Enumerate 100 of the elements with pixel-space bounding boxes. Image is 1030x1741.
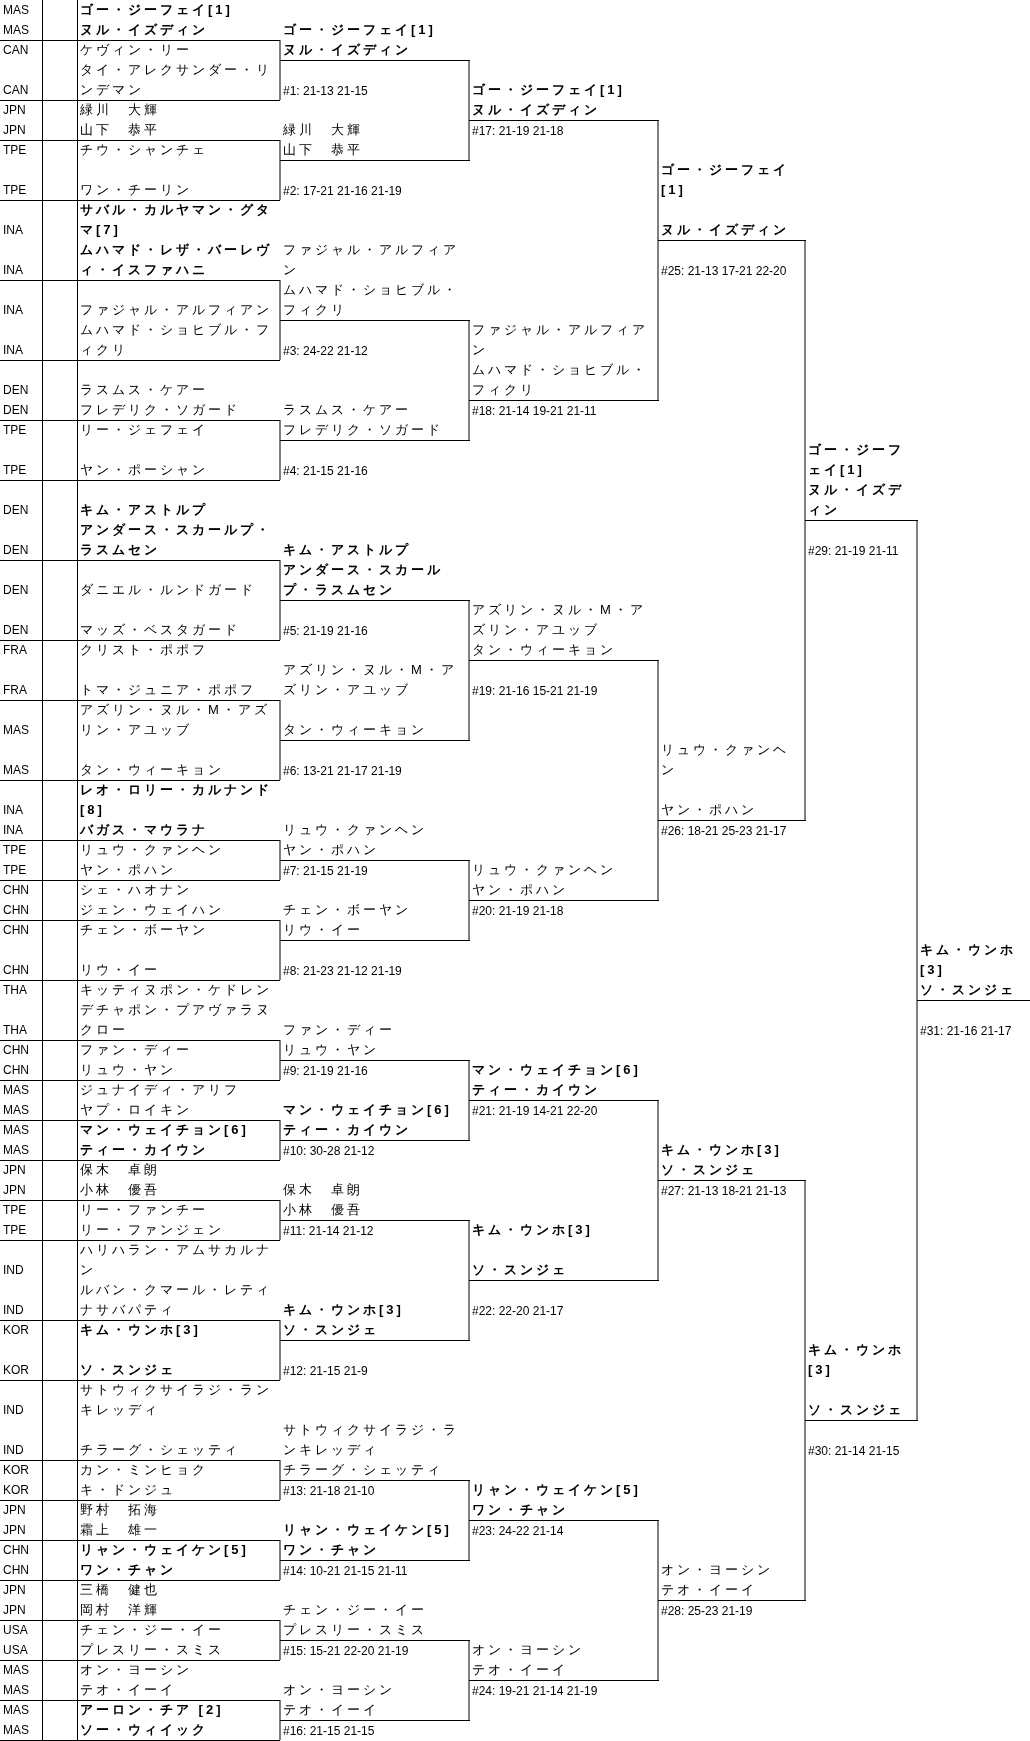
player-name: チラーグ・シェッティ (283, 1461, 444, 1479)
bracket-line (468, 1219, 470, 1281)
country-code: DEN (3, 502, 29, 519)
country-code: MAS (3, 1702, 29, 1719)
player-name: ラスムス・ケアー (80, 381, 209, 399)
match-score: #26: 18-21 25-23 21-17 (661, 823, 787, 840)
country-code: TPE (3, 142, 27, 159)
player-name: ヌル・イズディン (472, 101, 601, 119)
player-name: リウ・イー (283, 921, 364, 939)
country-code: TPE (3, 182, 27, 199)
country-code: IND (3, 1402, 24, 1419)
player-name: ゴー・ジーフェイ[1] (472, 81, 626, 99)
match-score: #25: 21-13 17-21 22-20 (661, 263, 787, 280)
player-name: ルバン・クマール・レティナサバパティ (80, 1281, 273, 1319)
country-code: TPE (3, 862, 27, 879)
match-score: #7: 21-15 21-19 (283, 863, 368, 880)
player-name: ジェン・ウェイハン (80, 901, 225, 919)
country-code: CAN (3, 42, 29, 59)
country-code: KOR (3, 1482, 29, 1499)
country-code: USA (3, 1642, 28, 1659)
bracket-line (916, 519, 918, 1001)
player-name: ワン・チャン (283, 1541, 380, 1559)
bracket-line (279, 739, 281, 781)
country-code: DEN (3, 402, 29, 419)
player-name: オン・ヨーシン (283, 1681, 396, 1699)
player-name: ファジャル・アルフィアン (283, 241, 460, 279)
player-name: 保木 卓朗 (80, 1161, 161, 1179)
country-code: DEN (3, 622, 29, 639)
country-code: INA (3, 302, 23, 319)
player-name: リー・ジェフェイ (80, 421, 209, 439)
player-name: ファジャル・アルフィアン (472, 321, 649, 359)
match-score: #20: 21-19 21-18 (472, 903, 564, 920)
bracket-slot (280, 1180, 470, 1221)
player-name: アズリン・ヌル・M・アズリン・アユッブ (283, 661, 458, 699)
player-name: チラーグ・シェッティ (80, 1441, 241, 1459)
bracket-line (468, 1679, 470, 1721)
bracket-line (468, 119, 470, 161)
country-code: JPN (3, 1182, 26, 1199)
player-name: 山下 恭平 (80, 121, 161, 139)
player-name: ティー・カイウン (283, 1121, 412, 1139)
match-score: #2: 17-21 21-16 21-19 (283, 183, 402, 200)
bracket-line (279, 1219, 281, 1241)
country-code: CAN (3, 82, 29, 99)
country-code: USA (3, 1622, 28, 1639)
bracket-slot (77, 40, 280, 101)
bracket-line (279, 279, 281, 321)
bracket-line (804, 1419, 806, 1601)
country-code: INA (3, 262, 23, 279)
player-name: タン・ウィーキョン (80, 761, 225, 779)
player-name: リー・ファンジェン (80, 1221, 225, 1239)
country-code: KOR (3, 1462, 29, 1479)
bracket-line (279, 1059, 281, 1081)
player-name: リウ・イー (80, 961, 161, 979)
bracket-line (657, 1179, 659, 1281)
bracket-line (279, 319, 281, 361)
country-code: INA (3, 802, 23, 819)
player-name: シェ・ハオナン (80, 881, 193, 899)
bracket-line (279, 1539, 281, 1561)
country-code: KOR (3, 1362, 29, 1379)
player-name: デチャポン・プアヴァラヌクロー (80, 1001, 273, 1039)
player-name: フレデリク・ソガード (80, 401, 241, 419)
player-name: ティー・カイウン (472, 1081, 601, 1099)
country-code: JPN (3, 1522, 26, 1539)
country-code: IND (3, 1262, 24, 1279)
player-name: アズリン・ヌル・M・アズリン・アユッブ (472, 601, 647, 639)
bracket-line (279, 1339, 281, 1381)
bracket-line (279, 1559, 281, 1581)
player-name: ヤン・ポハン (80, 861, 177, 879)
country-code: IND (3, 1442, 24, 1459)
player-name: キム・ウンホ[3] (80, 1321, 202, 1339)
player-name: アンダース・スカールプ・ラスムセン (283, 561, 444, 599)
match-score: #30: 21-14 21-15 (808, 1443, 900, 1460)
match-score: #27: 21-13 18-21 21-13 (661, 1183, 787, 1200)
bracket-slot (658, 160, 806, 241)
match-score: #19: 21-16 15-21 21-19 (472, 683, 598, 700)
player-name: レオ・ロリー・カルナンド[8] (80, 781, 273, 819)
player-name: ソー・ウィイック (80, 1721, 209, 1739)
country-code: MAS (3, 1722, 29, 1739)
player-name: ソ・スンジェ (283, 1321, 380, 1339)
bracket-slot (280, 660, 470, 741)
country-code: CHN (3, 1562, 29, 1579)
player-name: ラスムス・ケアー (283, 401, 412, 419)
player-name: リュウ・クァンヘン (283, 821, 428, 839)
player-name: リー・ファンチー (80, 1201, 209, 1219)
bracket-line (657, 659, 659, 821)
player-name: ワン・チーリン (80, 181, 193, 199)
bracket-slot (805, 440, 918, 521)
bracket-slot (280, 20, 470, 61)
player-name: ファン・ディー (80, 1041, 193, 1059)
match-score: #13: 21-18 21-10 (283, 1483, 375, 1500)
player-name: キッティヌポン・ケドレン (80, 981, 273, 999)
player-name: フレデリク・ソガード (283, 421, 444, 439)
player-name: ダニエル・ルンドガード (80, 581, 257, 599)
player-name: チェン・ジー・イー (283, 1601, 428, 1619)
player-name: キム・アストルプ (80, 501, 209, 519)
country-code: CHN (3, 962, 29, 979)
player-name: ムハマド・レザ・バーレヴィ・イスファハニ (80, 241, 273, 279)
player-name: プレスリー・スミス (283, 1621, 428, 1639)
country-code: KOR (3, 1322, 29, 1339)
player-name: ゴー・ジーフェイ[1] (283, 21, 437, 39)
